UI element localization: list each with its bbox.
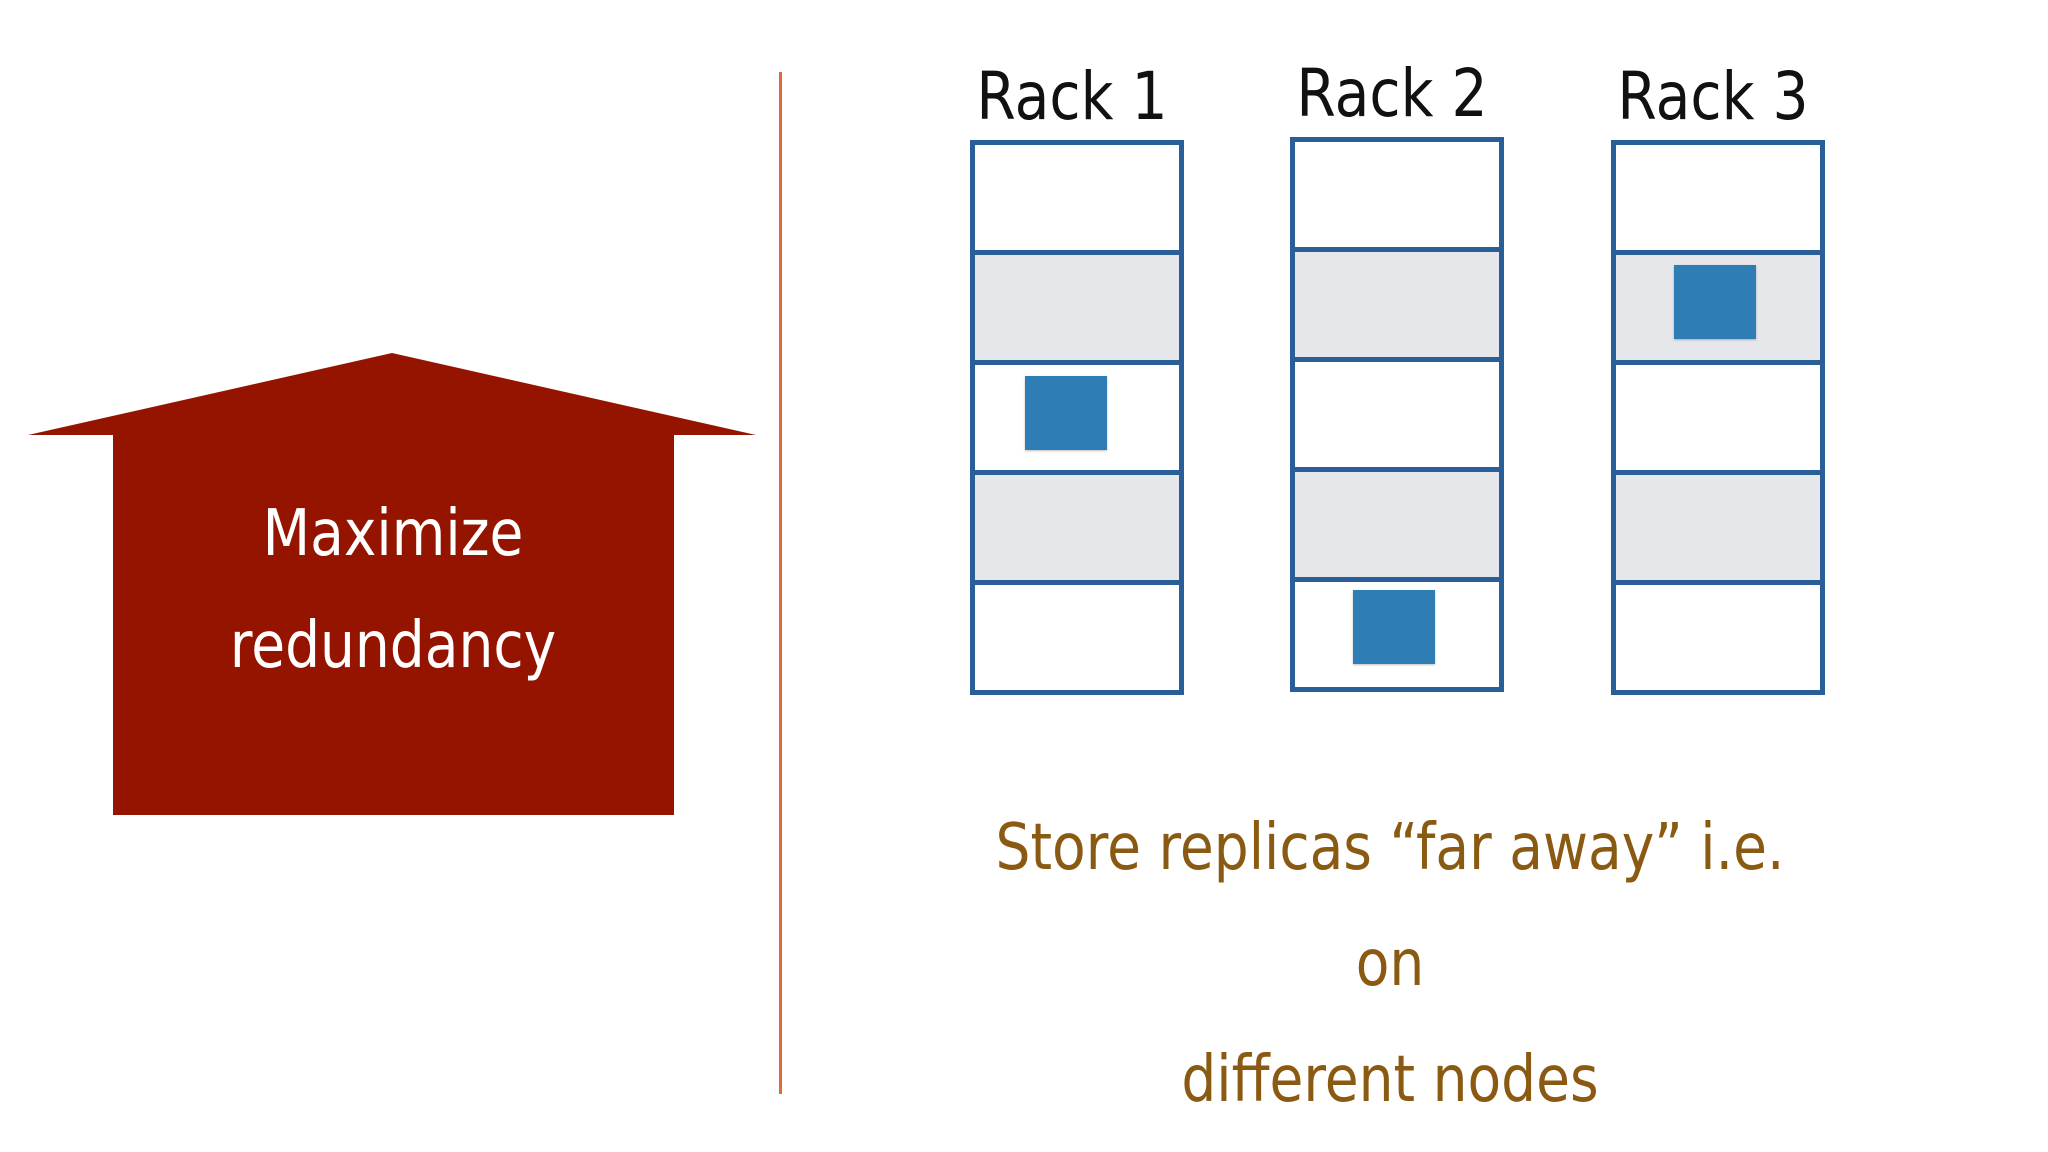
rack-label: Rack 3	[1617, 58, 1809, 135]
maximize-redundancy-house: Maximize redundancy	[28, 350, 756, 815]
replica-block	[1674, 265, 1756, 339]
rack-label: Rack 1	[976, 58, 1168, 135]
rack-frame	[1290, 137, 1504, 692]
rack-slot	[975, 365, 1179, 475]
house-label-line2: redundancy	[229, 609, 557, 683]
rack-slot	[1295, 362, 1499, 472]
rack-slot	[975, 255, 1179, 365]
rack-slot	[975, 585, 1179, 690]
house-label: Maximize redundancy	[152, 478, 634, 702]
rack-frame	[1611, 140, 1825, 695]
house-shape	[28, 353, 756, 815]
rack-frame	[970, 140, 1184, 695]
rack-slot	[1295, 252, 1499, 362]
rack-slot	[1616, 365, 1820, 475]
rack-slot	[1616, 255, 1820, 365]
rack-slot	[1295, 142, 1499, 252]
house-label-line1: Maximize	[262, 497, 524, 571]
replica-block	[1025, 376, 1107, 450]
rack-label: Rack 2	[1296, 55, 1488, 132]
vertical-divider	[779, 72, 782, 1094]
rack-slot	[1616, 585, 1820, 690]
rack-slot	[1616, 145, 1820, 255]
rack-slot	[975, 145, 1179, 255]
rack-slot	[1295, 582, 1499, 687]
caption: Store replicas “far away” i.e. on differ…	[969, 790, 1812, 1138]
rack-slot	[1616, 475, 1820, 585]
caption-line1: Store replicas “far away” i.e. on	[995, 811, 1785, 1001]
replica-block	[1353, 590, 1435, 664]
rack-slot	[975, 475, 1179, 585]
rack-slot	[1295, 472, 1499, 582]
caption-line2: different nodes	[1181, 1043, 1599, 1117]
